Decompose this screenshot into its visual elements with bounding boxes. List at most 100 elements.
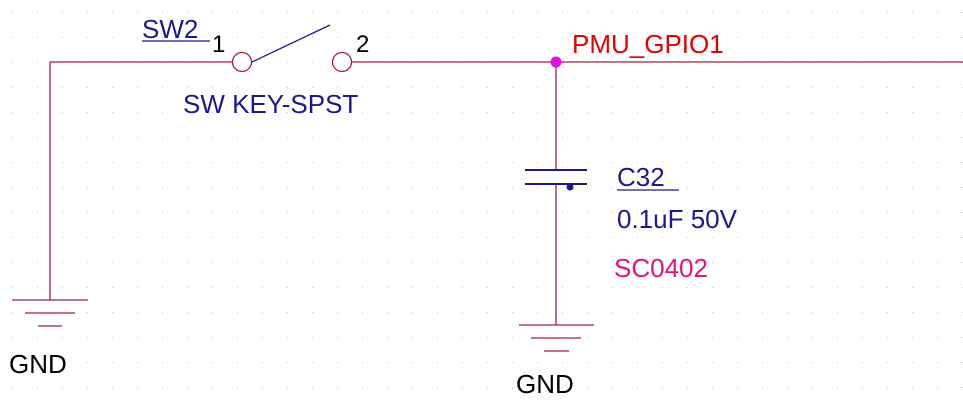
capacitor-footprint[interactable]: SC0402 xyxy=(614,253,708,283)
grid-dot xyxy=(862,237,863,238)
grid-dot xyxy=(112,137,113,138)
grid-dot xyxy=(187,262,188,263)
grid-dot xyxy=(12,137,13,138)
grid-dot xyxy=(237,262,238,263)
grid-dot xyxy=(612,362,613,363)
grid-dot xyxy=(312,262,313,263)
grid-dot xyxy=(337,387,338,388)
grid-dot xyxy=(262,87,263,88)
grid-dot xyxy=(212,87,213,88)
grid-dot xyxy=(62,162,63,163)
grid-dot xyxy=(737,87,738,88)
grid-dot xyxy=(512,37,513,38)
capacitor-refdes[interactable]: C32 xyxy=(617,162,665,192)
grid-dot xyxy=(212,112,213,113)
grid-dot xyxy=(487,262,488,263)
grid-dot xyxy=(662,337,663,338)
grid-dot xyxy=(437,337,438,338)
grid-dot xyxy=(137,262,138,263)
grid-dot xyxy=(362,12,363,13)
grid-dot xyxy=(587,362,588,363)
grid-dot xyxy=(162,337,163,338)
grid-dot xyxy=(662,37,663,38)
grid-dot xyxy=(737,37,738,38)
grid-dot xyxy=(887,337,888,338)
grid-dot xyxy=(387,262,388,263)
grid-dot xyxy=(187,212,188,213)
gnd-symbol-right[interactable] xyxy=(519,324,594,352)
net-label-pmu-gpio1[interactable]: PMU_GPIO1 xyxy=(572,29,724,59)
grid-dot xyxy=(212,187,213,188)
grid-dot xyxy=(437,237,438,238)
grid-dot xyxy=(437,287,438,288)
grid-dot xyxy=(687,137,688,138)
grid-dot xyxy=(812,362,813,363)
grid-dot xyxy=(212,387,213,388)
junction-dot xyxy=(550,56,562,68)
grid-dot xyxy=(12,387,13,388)
grid-dot xyxy=(37,37,38,38)
grid-dot xyxy=(162,237,163,238)
grid-dot xyxy=(887,387,888,388)
switch-pin1-terminal[interactable] xyxy=(231,51,253,73)
grid-dot xyxy=(362,337,363,338)
grid-dot xyxy=(662,362,663,363)
switch-pin1-number: 1 xyxy=(212,31,225,58)
grid-dot xyxy=(312,287,313,288)
grid-dot xyxy=(337,137,338,138)
grid-dot xyxy=(137,287,138,288)
grid-dot xyxy=(487,312,488,313)
switch-sw2[interactable] xyxy=(231,24,353,73)
grid-dot xyxy=(787,237,788,238)
switch-refdes[interactable]: SW2 xyxy=(142,14,198,44)
grid-dot xyxy=(562,137,563,138)
grid-dot xyxy=(162,12,163,13)
capacitor-c32[interactable] xyxy=(525,169,587,191)
grid-dot xyxy=(137,137,138,138)
grid-dot xyxy=(912,162,913,163)
grid-dot xyxy=(212,237,213,238)
gnd-symbol-left[interactable] xyxy=(12,299,88,327)
grid-dot xyxy=(462,187,463,188)
gnd-label-left[interactable]: GND xyxy=(9,349,67,379)
grid-dot xyxy=(462,137,463,138)
grid-dot xyxy=(712,212,713,213)
grid-dot xyxy=(262,112,263,113)
grid-dot xyxy=(12,112,13,113)
switch-pin2-terminal[interactable] xyxy=(331,51,353,73)
grid-dot xyxy=(212,162,213,163)
grid-dot xyxy=(562,112,563,113)
grid-dot xyxy=(937,287,938,288)
grid-dot xyxy=(637,162,638,163)
grid-dot xyxy=(387,162,388,163)
grid-dot xyxy=(462,337,463,338)
grid-dot xyxy=(687,387,688,388)
grid-dot xyxy=(762,337,763,338)
grid-dot xyxy=(337,337,338,338)
grid-dot xyxy=(112,262,113,263)
grid-dot xyxy=(362,237,363,238)
grid-dot xyxy=(62,187,63,188)
grid-dot xyxy=(412,237,413,238)
grid-dot xyxy=(487,112,488,113)
switch-value[interactable]: SW KEY-SPST xyxy=(183,89,358,119)
grid-dot xyxy=(637,237,638,238)
grid-dot xyxy=(187,187,188,188)
grid-dot xyxy=(512,262,513,263)
grid-dot xyxy=(362,312,363,313)
grid-dot xyxy=(637,362,638,363)
grid-dot xyxy=(762,287,763,288)
grid-dot xyxy=(62,287,63,288)
grid-dot xyxy=(887,287,888,288)
grid-dot xyxy=(762,12,763,13)
grid-dot xyxy=(737,162,738,163)
grid-dot xyxy=(737,212,738,213)
grid-dot xyxy=(312,12,313,13)
gnd-label-right[interactable]: GND xyxy=(516,369,574,399)
grid-dot xyxy=(312,87,313,88)
grid-dot xyxy=(337,287,338,288)
grid-dot xyxy=(462,37,463,38)
grid-dot xyxy=(262,137,263,138)
capacitor-value[interactable]: 0.1uF 50V xyxy=(617,204,738,234)
